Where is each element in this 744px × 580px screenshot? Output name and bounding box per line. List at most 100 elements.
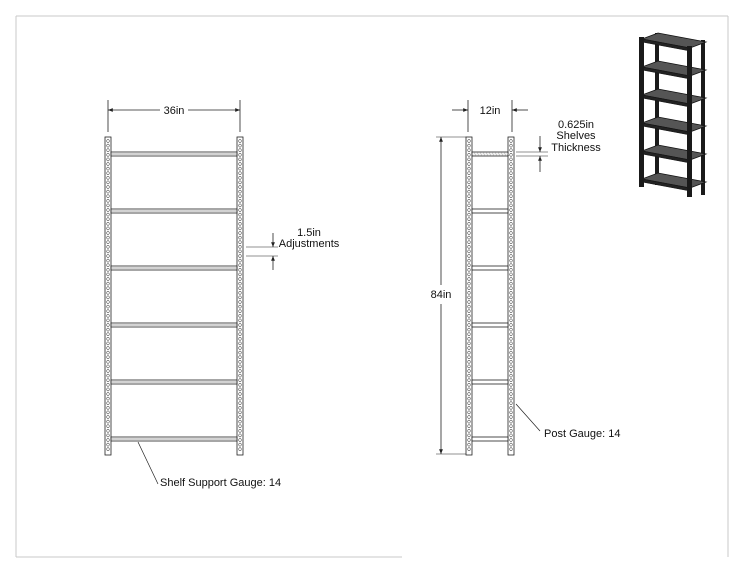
post-slot xyxy=(509,369,513,373)
post-slot xyxy=(509,323,513,327)
side-shelf xyxy=(471,436,509,442)
post-slot xyxy=(509,309,513,314)
post-slot xyxy=(238,162,242,166)
post-slot xyxy=(509,419,513,424)
post-slot xyxy=(238,272,242,277)
post-slot xyxy=(106,281,110,286)
post-slot xyxy=(467,244,471,249)
post-slot xyxy=(509,382,513,387)
post-slot xyxy=(238,318,242,323)
post-slot xyxy=(238,382,242,387)
height-label: 84in xyxy=(431,289,452,301)
post-slot xyxy=(467,359,471,364)
post-slot xyxy=(467,438,471,442)
post-slot xyxy=(106,438,110,442)
post-slot xyxy=(467,396,471,401)
post-slot xyxy=(106,387,110,392)
post-slot xyxy=(509,221,513,226)
post-slot xyxy=(106,405,110,410)
post-slot xyxy=(467,185,471,189)
shelf-support-callout: Shelf Support Gauge: 14 xyxy=(137,441,281,489)
shelf-hatch xyxy=(497,151,501,157)
post-slot xyxy=(238,240,242,245)
shelf-hatch xyxy=(485,151,489,157)
post-slot xyxy=(238,447,242,452)
side-elevation-view: 12in 84in 0.625in Shelves Thickness Post… xyxy=(431,100,620,456)
post-slot xyxy=(509,396,513,401)
side-posts xyxy=(465,136,515,456)
post-slot xyxy=(106,346,110,350)
post-slot xyxy=(467,139,471,143)
shelf-hatch xyxy=(506,151,510,157)
post-slot xyxy=(509,235,513,240)
post-slot xyxy=(106,442,110,447)
post-slot xyxy=(509,240,513,245)
post-slot xyxy=(106,341,110,346)
post-slot xyxy=(106,235,110,240)
post-slot xyxy=(106,221,110,226)
post-slot xyxy=(509,226,513,231)
post-slot xyxy=(467,415,471,419)
post-slot xyxy=(106,355,110,360)
post-slot xyxy=(238,286,242,291)
post-slot xyxy=(509,171,513,176)
side-shelf-beam xyxy=(471,436,509,442)
post-slot xyxy=(509,175,513,180)
post-slot xyxy=(509,148,513,153)
post-slot xyxy=(509,180,513,185)
post-slot xyxy=(238,387,242,392)
post-slot xyxy=(509,359,513,364)
thumb-back-left-post xyxy=(655,33,659,185)
front-shelf xyxy=(110,379,238,385)
side-shelf xyxy=(471,379,509,385)
front-elevation-view: 36in 1.5in Adjustments Shelf Support Gau… xyxy=(104,100,340,489)
post-slot xyxy=(238,369,242,373)
post-slot xyxy=(238,295,242,300)
post-slot xyxy=(106,286,110,291)
shelf-hatch xyxy=(476,151,480,157)
post-slot xyxy=(238,180,242,185)
thickness-line1: Shelves xyxy=(556,130,596,142)
post-slot xyxy=(509,290,513,295)
shelf-hatch xyxy=(494,151,498,157)
post-slot xyxy=(467,401,471,406)
post-slot xyxy=(106,433,110,438)
side-shelf xyxy=(471,322,509,328)
post-slot xyxy=(106,198,110,203)
post-slot xyxy=(509,272,513,277)
post-slot xyxy=(509,438,513,442)
post-slot xyxy=(467,143,471,148)
post-slot xyxy=(106,203,110,208)
front-right-post xyxy=(236,136,244,456)
post-slot xyxy=(509,433,513,438)
post-slot xyxy=(238,194,242,199)
post-slot xyxy=(106,171,110,176)
post-slot xyxy=(467,410,471,415)
post-slot xyxy=(106,263,110,268)
post-slot xyxy=(238,405,242,410)
post-slot xyxy=(467,203,471,208)
post-slot xyxy=(106,194,110,199)
post-slot xyxy=(509,447,513,452)
post-slot xyxy=(467,447,471,452)
post-slot xyxy=(238,309,242,314)
post-slot xyxy=(509,300,513,304)
post-slot xyxy=(467,212,471,217)
post-slot xyxy=(238,221,242,226)
front-shelves xyxy=(110,151,238,442)
post-slot xyxy=(106,309,110,314)
post-slot xyxy=(509,208,513,212)
post-slot xyxy=(467,387,471,392)
post-gauge-callout: Post Gauge: 14 xyxy=(515,403,620,440)
front-shelf xyxy=(110,208,238,214)
post-slot xyxy=(238,401,242,406)
post-slot xyxy=(509,401,513,406)
side-shelf xyxy=(471,208,509,214)
post-slot xyxy=(467,254,471,258)
post-slot xyxy=(509,281,513,286)
post-slot xyxy=(238,313,242,318)
post-slot xyxy=(238,208,242,212)
post-slot xyxy=(106,226,110,231)
post-slot xyxy=(467,290,471,295)
